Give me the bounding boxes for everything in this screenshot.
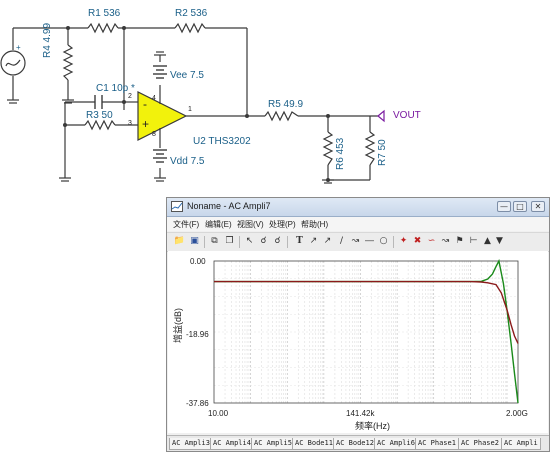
minimize-button[interactable]: — <box>497 201 511 212</box>
save-icon[interactable]: ▣ <box>190 236 199 246</box>
r3-label: R3 50 <box>86 110 113 121</box>
pin3-label: 3 <box>128 120 132 127</box>
label-icon[interactable]: ↝ <box>441 236 450 246</box>
bode-plot-svg <box>213 258 519 404</box>
pin8-label: 8 <box>152 131 156 138</box>
tab-ac-phase1[interactable]: AC Phase1 <box>415 438 459 450</box>
ytick-top: 0.00 <box>190 257 206 266</box>
arrow-up-icon[interactable]: ▲ <box>484 236 491 246</box>
vdd-label: Vdd 7.5 <box>170 156 205 167</box>
paste-icon[interactable]: ❐ <box>225 236 234 246</box>
r7-label: R7 50 <box>377 139 388 166</box>
marker-icon[interactable]: ○ <box>379 236 388 246</box>
r6-label: R6 453 <box>335 137 346 170</box>
r2-label: R2 536 <box>175 8 208 19</box>
c1-label: C1 10p * <box>96 83 135 94</box>
xtick-left: 10.00 <box>208 409 229 418</box>
tab-ac-ampli4[interactable]: AC Ampli4 <box>210 438 254 450</box>
xtick-mid: 141.42k <box>346 409 375 418</box>
flag-icon[interactable]: ⚑ <box>455 236 464 246</box>
arrow-down-icon[interactable]: ▼ <box>496 236 503 246</box>
tab-ac-ampli[interactable]: AC Ampli <box>501 438 541 450</box>
zoom-out-icon[interactable]: ☌ <box>274 236 281 246</box>
vout-label: VOUT <box>393 110 421 121</box>
bode-plot[interactable]: 0.00 -18.96 -37.86 10.00 141.42k 2.00G 频… <box>168 251 548 433</box>
close-button[interactable]: ✕ <box>531 201 545 212</box>
plot-frame <box>213 260 519 404</box>
rect-icon[interactable]: ↝ <box>351 236 360 246</box>
ellipse-icon[interactable]: ― <box>365 236 374 246</box>
window-title: Noname - AC Ampli7 <box>187 201 271 211</box>
xtick-right: 2.00G <box>506 409 528 418</box>
pin1-label: 1 <box>188 106 192 113</box>
copy-icon[interactable]: ⧉ <box>211 236 218 246</box>
tab-ac-ampli6[interactable]: AC Ampli6 <box>374 438 418 450</box>
y-axis-label: 增益(dB) <box>173 307 183 343</box>
toolbar: 📁 ▣ ⧉ ❐ ↖ ☌ ☌ T ↗ ↗ ∕ ↝ ― ○ ✦ ✖ ∽ ↝ ⚑ ⊢ … <box>167 232 549 252</box>
menu-help[interactable]: 帮助(H) <box>301 220 329 229</box>
r4-label: R4 4.99 <box>42 22 53 58</box>
chart-app-icon <box>171 201 183 212</box>
tab-ac-bode11[interactable]: AC Bode11 <box>292 438 336 450</box>
ytick-mid: -18.96 <box>186 330 209 339</box>
ytick-bottom: -37.86 <box>186 399 209 408</box>
grid-icon[interactable]: ✖ <box>413 236 422 246</box>
tab-ac-phase2[interactable]: AC Phase2 <box>458 438 502 450</box>
opamp-minus: - <box>143 97 147 111</box>
menu-process[interactable]: 处理(P) <box>269 220 296 229</box>
window-titlebar[interactable]: Noname - AC Ampli7 — □ ✕ <box>167 198 549 217</box>
cursor-b-icon[interactable]: ↗ <box>323 236 332 246</box>
pointer-icon[interactable]: ↖ <box>245 236 254 246</box>
circuit-schematic: + <box>0 22 385 184</box>
maximize-button[interactable]: □ <box>513 201 527 212</box>
menu-view[interactable]: 视图(V) <box>237 220 264 229</box>
line-icon[interactable]: ∕ <box>339 236 344 246</box>
vee-label: Vee 7.5 <box>170 70 204 81</box>
menu-bar: 文件(F) 编辑(E) 视图(V) 处理(P) 帮助(H) <box>167 217 549 231</box>
x-axis-label: 频率(Hz) <box>355 421 390 431</box>
menu-file[interactable]: 文件(F) <box>173 220 200 229</box>
r5-label: R5 49.9 <box>268 99 304 110</box>
pin2-label: 2 <box>128 93 132 100</box>
zoom-in-icon[interactable]: ☌ <box>260 236 267 246</box>
pin4-label: 4 <box>152 95 156 102</box>
tab-ac-ampli5[interactable]: AC Ampli5 <box>251 438 295 450</box>
ac-analysis-window[interactable]: Noname - AC Ampli7 — □ ✕ 文件(F) 编辑(E) 视图(… <box>166 197 550 452</box>
cross-icon[interactable]: ✦ <box>399 236 408 246</box>
tab-strip: AC Ampli3 AC Ampli4 AC Ampli5 AC Bode11 … <box>167 435 549 451</box>
open-icon[interactable]: 📁 <box>173 236 186 246</box>
svg-text:+: + <box>16 43 21 52</box>
opamp-plus: + <box>142 117 150 131</box>
text-icon[interactable]: T <box>296 236 303 246</box>
series-line-2 <box>214 280 519 344</box>
tab-ac-bode12[interactable]: AC Bode12 <box>333 438 377 450</box>
cursor-a-icon[interactable]: ↗ <box>309 236 318 246</box>
u2-label: U2 THS3202 <box>193 136 251 147</box>
r1-label: R1 536 <box>88 8 121 19</box>
tab-ac-ampli3[interactable]: AC Ampli3 <box>169 438 213 450</box>
curve-icon[interactable]: ∽ <box>427 236 436 246</box>
bracket-icon[interactable]: ⊢ <box>469 236 478 246</box>
menu-edit[interactable]: 编辑(E) <box>205 220 232 229</box>
